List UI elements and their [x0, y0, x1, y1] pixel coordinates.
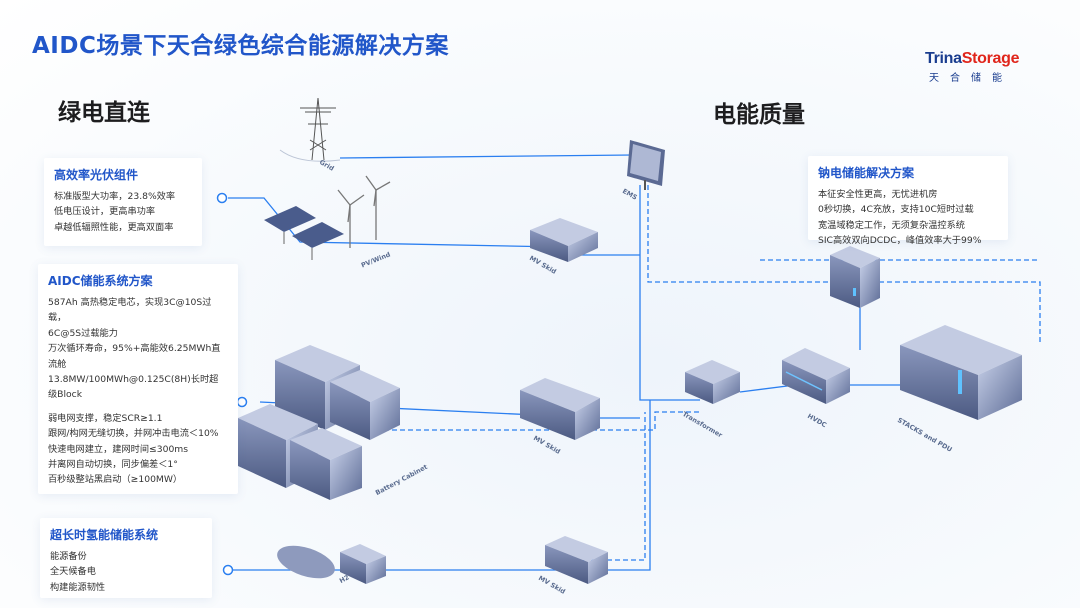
line-transformer-hvdc: [739, 384, 796, 393]
section-heading-power-quality: 电能质量: [713, 102, 805, 128]
transformer-icon: [685, 360, 740, 404]
hydrogen-tank-icon: [277, 544, 386, 584]
card-hydrogen: 超长时氢能储能系统 能源备份 全天候备电 构建能源韧性: [40, 518, 212, 598]
card-storage-line: 流舱: [48, 358, 67, 370]
card-hydrogen-line: 能源备份: [50, 551, 87, 562]
card-storage: AIDC储能系统方案 587Ah 高热稳定电芯，实现3C@10S过载， 6C@5…: [38, 264, 238, 494]
card-sodium-line: 0秒切换，4C充放，支持10C短时过载: [818, 204, 974, 216]
endpoint-pv: [216, 192, 228, 204]
line-bus-vertical: [639, 185, 700, 401]
brand-logo: TrinaStorage 天合储能: [925, 50, 1025, 84]
mv-skid-bottom-icon: [545, 536, 608, 584]
card-storage-line: 级Block: [48, 389, 83, 401]
battery-cabinet-icon: [238, 345, 400, 500]
card-hydrogen-line: 构建能源韧性: [50, 581, 106, 593]
ems-monitor-icon: [627, 140, 665, 190]
card-sodium-line: 本征安全性更高，无忧进机房: [818, 189, 938, 200]
page-title: AIDC场景下天合绿色综合能源解决方案: [32, 33, 449, 59]
mv-skid-top-icon: [530, 218, 598, 262]
card-storage-title: AIDC储能系统方案: [48, 274, 153, 288]
card-storage-line: 并离网自动切换，同步偏差＜1°: [48, 459, 178, 471]
card-sodium: 钠电储能解决方案 本征安全性更高，无忧进机房 0秒切换，4C充放，支持10C短时…: [808, 156, 1008, 246]
grid-tower-icon: [279, 97, 341, 162]
card-storage-line: 万次循环寿命，95%+高能效6.25MWh直: [48, 343, 221, 355]
sodium-cabinet-icon: [830, 246, 880, 308]
card-storage-line: 弱电网支撑，稳定SCR≥1.1: [48, 412, 163, 424]
card-sodium-line: 宽温域稳定工作，无须复杂温控系统: [818, 219, 965, 231]
stacks-pdu-icon: [900, 325, 1022, 420]
card-pv-line: 标准版型大功率，23.8%效率: [54, 191, 176, 202]
endpoint-hydrogen: [222, 564, 234, 576]
card-storage-line: 6C@5S过载能力: [48, 327, 118, 339]
logo-brand-left: Trina: [925, 50, 962, 67]
card-sodium-title: 钠电储能解决方案: [818, 166, 915, 180]
logo-brand-right: Storage: [961, 50, 1020, 67]
dash-top-right: [647, 185, 1041, 345]
endpoint-storage: [236, 396, 248, 408]
dash-battery: [360, 411, 700, 431]
pv-panels-icon: [264, 206, 344, 260]
hvdc-icon: [782, 348, 850, 404]
card-storage-line: 跟网/构网无缝切换，并网冲击电流＜10%: [48, 428, 219, 440]
card-sodium-line: SIC高效双向DCDC，峰值效率大于99%: [818, 235, 982, 247]
card-storage-line: 快速电网建立，建网时间≤300ms: [48, 443, 189, 455]
line-grid-ems: [339, 154, 634, 159]
card-storage-line: 13.8MW/100MWh@0.125C(8H)长时超: [48, 374, 219, 386]
dash-h2: [575, 412, 646, 561]
section-heading-green-power: 绿电直连: [58, 100, 150, 126]
card-pv-title: 高效率光伏组件: [54, 168, 139, 182]
card-hydrogen-title: 超长时氢能储能系统: [50, 528, 159, 542]
card-storage-line: 百秒级整站黑启动（≥100MW）: [48, 474, 183, 486]
mv-skid-mid-icon: [520, 378, 600, 440]
card-pv-line: 低电压设计，更高串功率: [54, 206, 156, 218]
wind-turbine-icon: [337, 175, 391, 248]
card-pv: 高效率光伏组件 标准版型大功率，23.8%效率 低电压设计，更高串功率 卓越低辐…: [44, 158, 202, 246]
logo-subtitle: 天合储能: [929, 73, 1013, 84]
card-pv-line: 卓越低辐照性能，更高双面率: [54, 221, 174, 233]
card-hydrogen-line: 全天候备电: [50, 566, 96, 578]
card-storage-line: 587Ah 高热稳定电芯，实现3C@10S过载，: [48, 297, 212, 324]
